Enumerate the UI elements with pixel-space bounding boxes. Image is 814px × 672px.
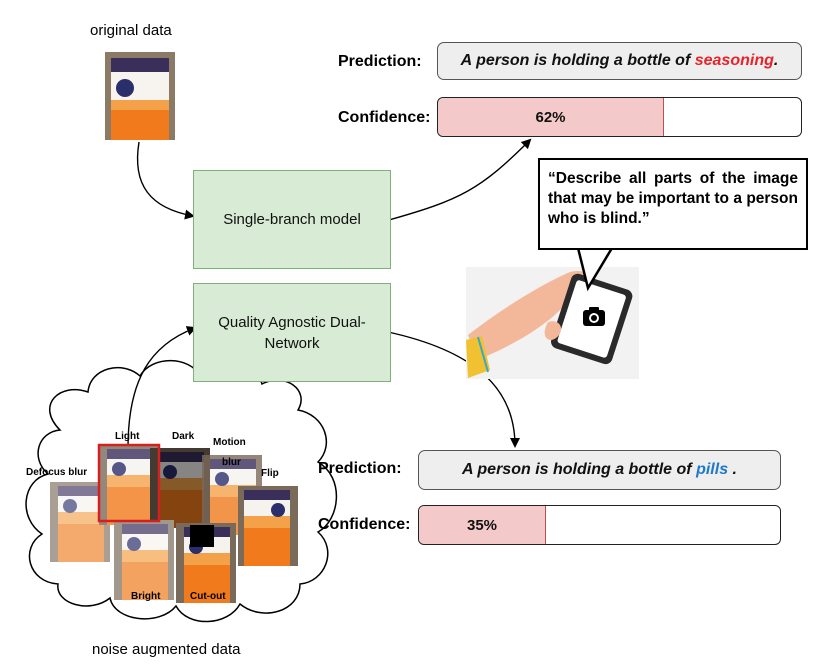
bottom-confidence-fill bbox=[419, 506, 546, 544]
aug-label-flip: Flip bbox=[261, 468, 279, 479]
single-branch-model-box: Single-branch model bbox=[193, 170, 391, 269]
aug-label-motion: Motion bbox=[213, 437, 246, 448]
top-prediction-box: A person is holding a bottle of seasonin… bbox=[437, 42, 802, 80]
bottom-confidence-label: Confidence: bbox=[318, 516, 411, 533]
dual-network-label: Quality Agnostic Dual- Network bbox=[218, 313, 366, 352]
thumb-bright bbox=[114, 520, 174, 600]
top-confidence-value: 62% bbox=[535, 108, 566, 126]
camera-icon bbox=[583, 307, 605, 326]
top-confidence-label: Confidence: bbox=[338, 109, 431, 126]
original-data-caption: original data bbox=[90, 22, 172, 39]
thumb-cutout bbox=[176, 523, 236, 603]
aug-label-cutout: Cut-out bbox=[190, 591, 226, 602]
arrow-cloud-to-dual bbox=[127, 326, 197, 449]
bottom-prediction-label: Prediction: bbox=[318, 460, 402, 477]
speech-bubble-tail bbox=[576, 247, 614, 292]
bottom-confidence-bar: 35% bbox=[418, 505, 781, 545]
speech-bubble: “Describe all parts of the image that ma… bbox=[538, 158, 808, 250]
aug-label-defocus: Defocus blur bbox=[26, 467, 88, 478]
aug-label-bright: Bright bbox=[131, 591, 161, 602]
thumb-flip bbox=[238, 486, 298, 566]
aug-label-light: Light bbox=[115, 431, 140, 442]
noise-augmented-caption: noise augmented data bbox=[92, 641, 241, 658]
original-image bbox=[105, 52, 175, 140]
top-predicted-word: seasoning bbox=[694, 52, 774, 69]
arrow-original-to-single bbox=[136, 141, 195, 220]
light-highlight-frame bbox=[97, 443, 161, 523]
bottom-confidence-value: 35% bbox=[466, 516, 498, 534]
bottom-prediction-box: A person is holding a bottle of pills . bbox=[418, 450, 781, 490]
top-prediction-label: Prediction: bbox=[338, 53, 422, 70]
bottom-predicted-word: pills bbox=[696, 461, 729, 478]
hand-holding-phone-icon bbox=[466, 267, 639, 379]
thumb-light bbox=[99, 445, 159, 525]
aug-label-blur: blur bbox=[222, 457, 241, 468]
top-confidence-fill bbox=[438, 98, 664, 136]
arrow-single-to-top bbox=[388, 138, 532, 221]
dual-network-box: Quality Agnostic Dual- Network bbox=[193, 283, 391, 382]
top-confidence-bar: 62% bbox=[437, 97, 802, 137]
aug-label-dark: Dark bbox=[172, 431, 195, 442]
speech-bubble-text: “Describe all parts of the image that ma… bbox=[548, 170, 798, 227]
single-branch-model-label: Single-branch model bbox=[223, 211, 361, 228]
